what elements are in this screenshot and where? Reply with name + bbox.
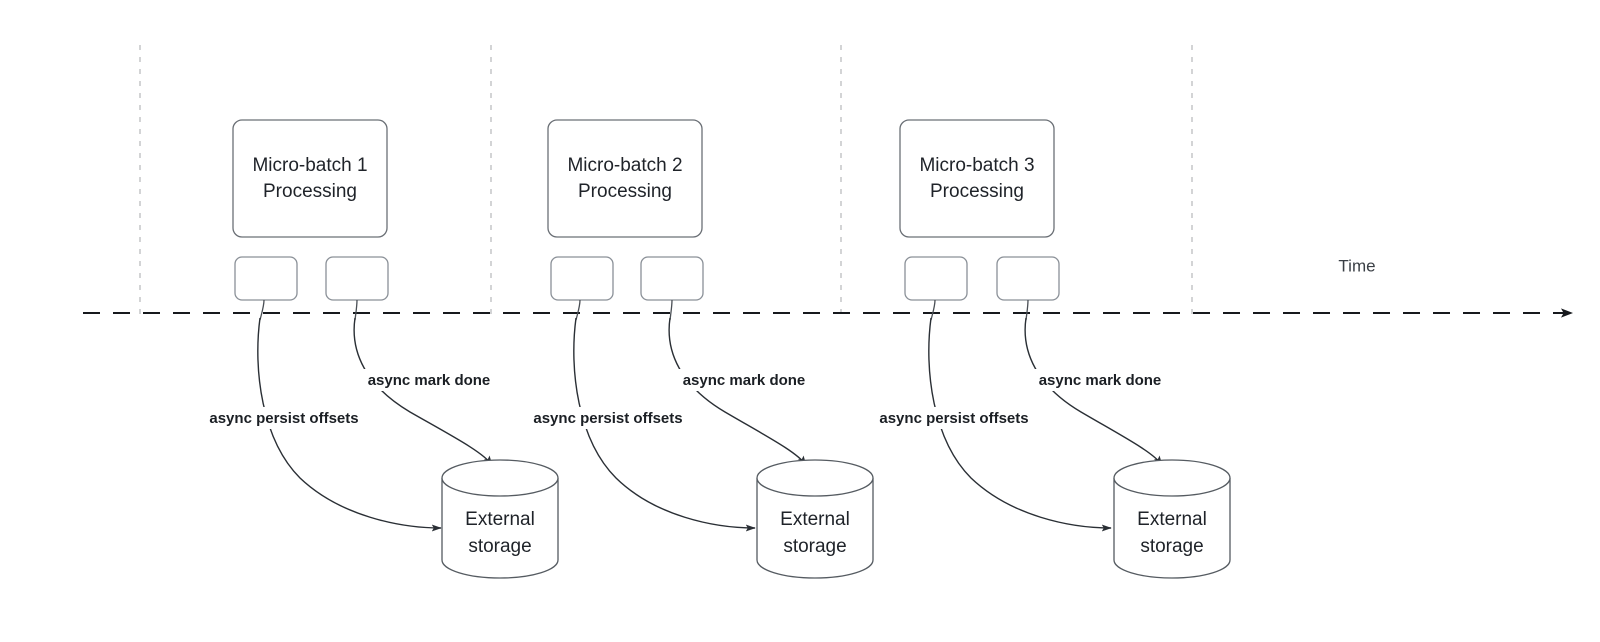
batch-boundary-lines bbox=[139, 45, 1193, 316]
group-micro-batch-2: Micro-batch 2 Processing async mark done… bbox=[518, 119, 874, 579]
micro-batch-1-persist-label: async persist offsets bbox=[209, 410, 358, 427]
micro-batch-1-persist-label-mask bbox=[194, 407, 374, 429]
external-storage-2-line1: External bbox=[780, 509, 850, 530]
external-storage-1-line2: storage bbox=[468, 536, 531, 557]
external-storage-3-line2: storage bbox=[1140, 536, 1203, 557]
external-storage-1-line1: External bbox=[465, 509, 535, 530]
group-micro-batch-1: Micro-batch 1 Processing async mark done… bbox=[194, 119, 559, 579]
micro-batch-3-persist-label: async persist offsets bbox=[879, 410, 1028, 427]
micro-batch-1-persist-task[interactable] bbox=[234, 256, 298, 301]
micro-batch-3-persist-label-mask bbox=[864, 407, 1044, 429]
external-storage-1-body bbox=[441, 478, 559, 579]
micro-batch-3-persist-task[interactable] bbox=[904, 256, 968, 301]
micro-batch-2-box[interactable] bbox=[547, 119, 703, 238]
group-micro-batch-3: Micro-batch 3 Processing async mark done… bbox=[864, 119, 1231, 579]
external-storage-3-top bbox=[1113, 459, 1231, 497]
micro-batch-1-markdone-stem bbox=[354, 299, 358, 321]
micro-batch-2-persist-label: async persist offsets bbox=[533, 410, 682, 427]
micro-batch-3-subtitle: Processing bbox=[930, 181, 1024, 202]
micro-batch-3-box[interactable] bbox=[899, 119, 1055, 238]
micro-batch-3-markdone-arrow bbox=[1024, 317, 1163, 466]
external-storage-2-body bbox=[756, 478, 874, 579]
micro-batch-1-markdone-label: async mark done bbox=[368, 372, 491, 389]
external-storage-2[interactable]: External storage bbox=[756, 459, 874, 579]
micro-batch-3-persist-arrow bbox=[928, 317, 1112, 532]
external-storage-1-top bbox=[441, 459, 559, 497]
micro-batch-1-persist-stem bbox=[259, 299, 265, 321]
time-axis-label: Time bbox=[1338, 256, 1375, 275]
micro-batch-2-persist-stem bbox=[575, 299, 581, 321]
external-storage-1[interactable]: External storage bbox=[441, 459, 559, 579]
micro-batch-2-markdone-task[interactable] bbox=[640, 256, 704, 301]
micro-batch-3-markdone-label-mask bbox=[1026, 369, 1174, 391]
micro-batch-2-markdone-label-mask bbox=[670, 369, 818, 391]
micro-batch-1-markdone-arrow bbox=[353, 317, 493, 466]
micro-batch-2-markdone-arrow bbox=[668, 317, 807, 466]
external-storage-3-line1: External bbox=[1137, 509, 1207, 530]
micro-batch-2-markdone-stem bbox=[669, 299, 673, 321]
external-storage-3-body bbox=[1113, 478, 1231, 579]
micro-batch-2-subtitle: Processing bbox=[578, 181, 672, 202]
micro-batch-1-box[interactable] bbox=[232, 119, 388, 238]
micro-batch-3-title: Micro-batch 3 bbox=[919, 155, 1034, 176]
micro-batch-3-markdone-label: async mark done bbox=[1039, 372, 1162, 389]
micro-batch-3-markdone-task[interactable] bbox=[996, 256, 1060, 301]
micro-batch-1-subtitle: Processing bbox=[263, 181, 357, 202]
micro-batch-1-persist-arrow bbox=[257, 317, 442, 532]
external-storage-2-line2: storage bbox=[783, 536, 846, 557]
micro-batch-1-markdone-label-mask bbox=[356, 369, 504, 391]
micro-batch-2-persist-label-mask bbox=[518, 407, 698, 429]
time-axis: Time bbox=[83, 256, 1573, 318]
micro-batch-2-persist-arrow bbox=[573, 317, 756, 532]
external-storage-3[interactable]: External storage bbox=[1113, 459, 1231, 579]
micro-batch-3-markdone-stem bbox=[1025, 299, 1029, 321]
micro-batch-1-title: Micro-batch 1 bbox=[252, 155, 367, 176]
micro-batch-3-persist-stem bbox=[930, 299, 936, 321]
micro-batch-2-persist-task[interactable] bbox=[550, 256, 614, 301]
micro-batch-1-markdone-task[interactable] bbox=[325, 256, 389, 301]
micro-batch-2-markdone-label: async mark done bbox=[683, 372, 806, 389]
external-storage-2-top bbox=[756, 459, 874, 497]
micro-batch-2-title: Micro-batch 2 bbox=[567, 155, 682, 176]
